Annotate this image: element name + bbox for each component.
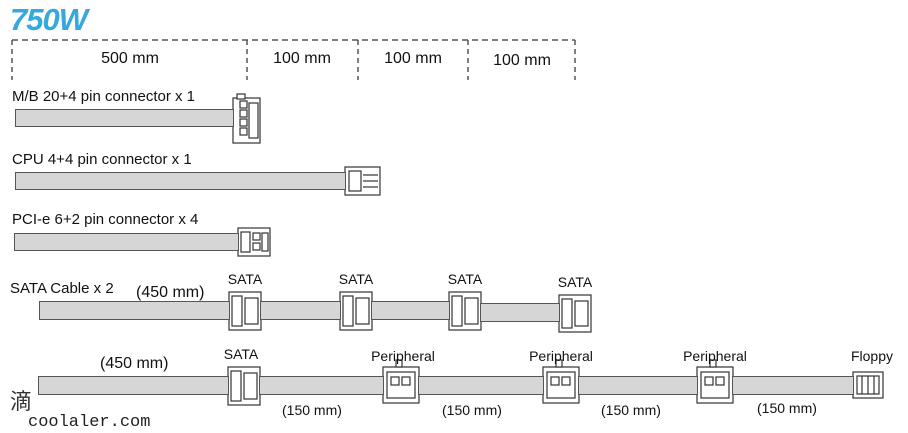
mixed-cable-segment [259,376,384,395]
floppy-connector [852,371,884,399]
pcie-connector-label: PCI-e 6+2 pin connector x 4 [12,211,199,228]
peripheral-connector [542,359,580,404]
peripheral-connector [382,359,420,404]
mb-cable [15,109,234,127]
pcie-connector [237,227,271,257]
sata-tag: SATA [223,346,259,362]
mixed-cable-segment [732,376,854,395]
mb-connector [232,93,261,144]
peripheral-tag: Peripheral [529,348,593,364]
ruler-segment: 500 mm [101,50,159,67]
sata-tag: SATA [447,271,483,287]
sata-connector [228,291,262,331]
sata-cable-segment [39,301,230,320]
peripheral-tag: Peripheral [371,348,435,364]
sata-cable-segment [260,301,341,320]
gap-length: (150 mm) [601,402,661,418]
pcie-cable [14,233,239,251]
sata-cable-segment [371,301,450,320]
page-title: 750W [10,2,88,37]
sata-cable-length: (450 mm) [136,284,205,301]
cpu-cable [15,172,346,190]
gap-length: (150 mm) [282,402,342,418]
ruler-segment: 100 mm [273,50,331,67]
cpu-connector [344,166,381,196]
floppy-tag: Floppy [850,348,894,364]
sata-tag: SATA [557,274,593,290]
ruler-segment: 100 mm [384,50,442,67]
sata-connector [558,294,592,333]
mb-connector-label: M/B 20+4 pin connector x 1 [12,88,196,105]
watermark-logo: 滴 [10,390,33,415]
sata-connector [339,291,373,331]
watermark-text: coolaler.com [28,413,151,432]
peripheral-connector [696,359,734,404]
mixed-cable-segment [418,376,544,395]
cpu-connector-label: CPU 4+4 pin connector x 1 [12,151,192,168]
ruler-segment: 100 mm [493,52,551,69]
sata-tag: SATA [227,271,263,287]
mixed-cable-segment [38,376,229,395]
sata-cable-label: SATA Cable x 2 [10,280,114,297]
sata-connector [227,366,261,406]
sata-cable-segment [480,303,560,322]
mixed-cable-segment [578,376,698,395]
sata-tag: SATA [338,271,374,287]
mixed-cable-length: (450 mm) [100,355,169,372]
gap-length: (150 mm) [442,402,502,418]
peripheral-tag: Peripheral [683,348,747,364]
sata-connector [448,291,482,331]
gap-length: (150 mm) [757,400,817,416]
